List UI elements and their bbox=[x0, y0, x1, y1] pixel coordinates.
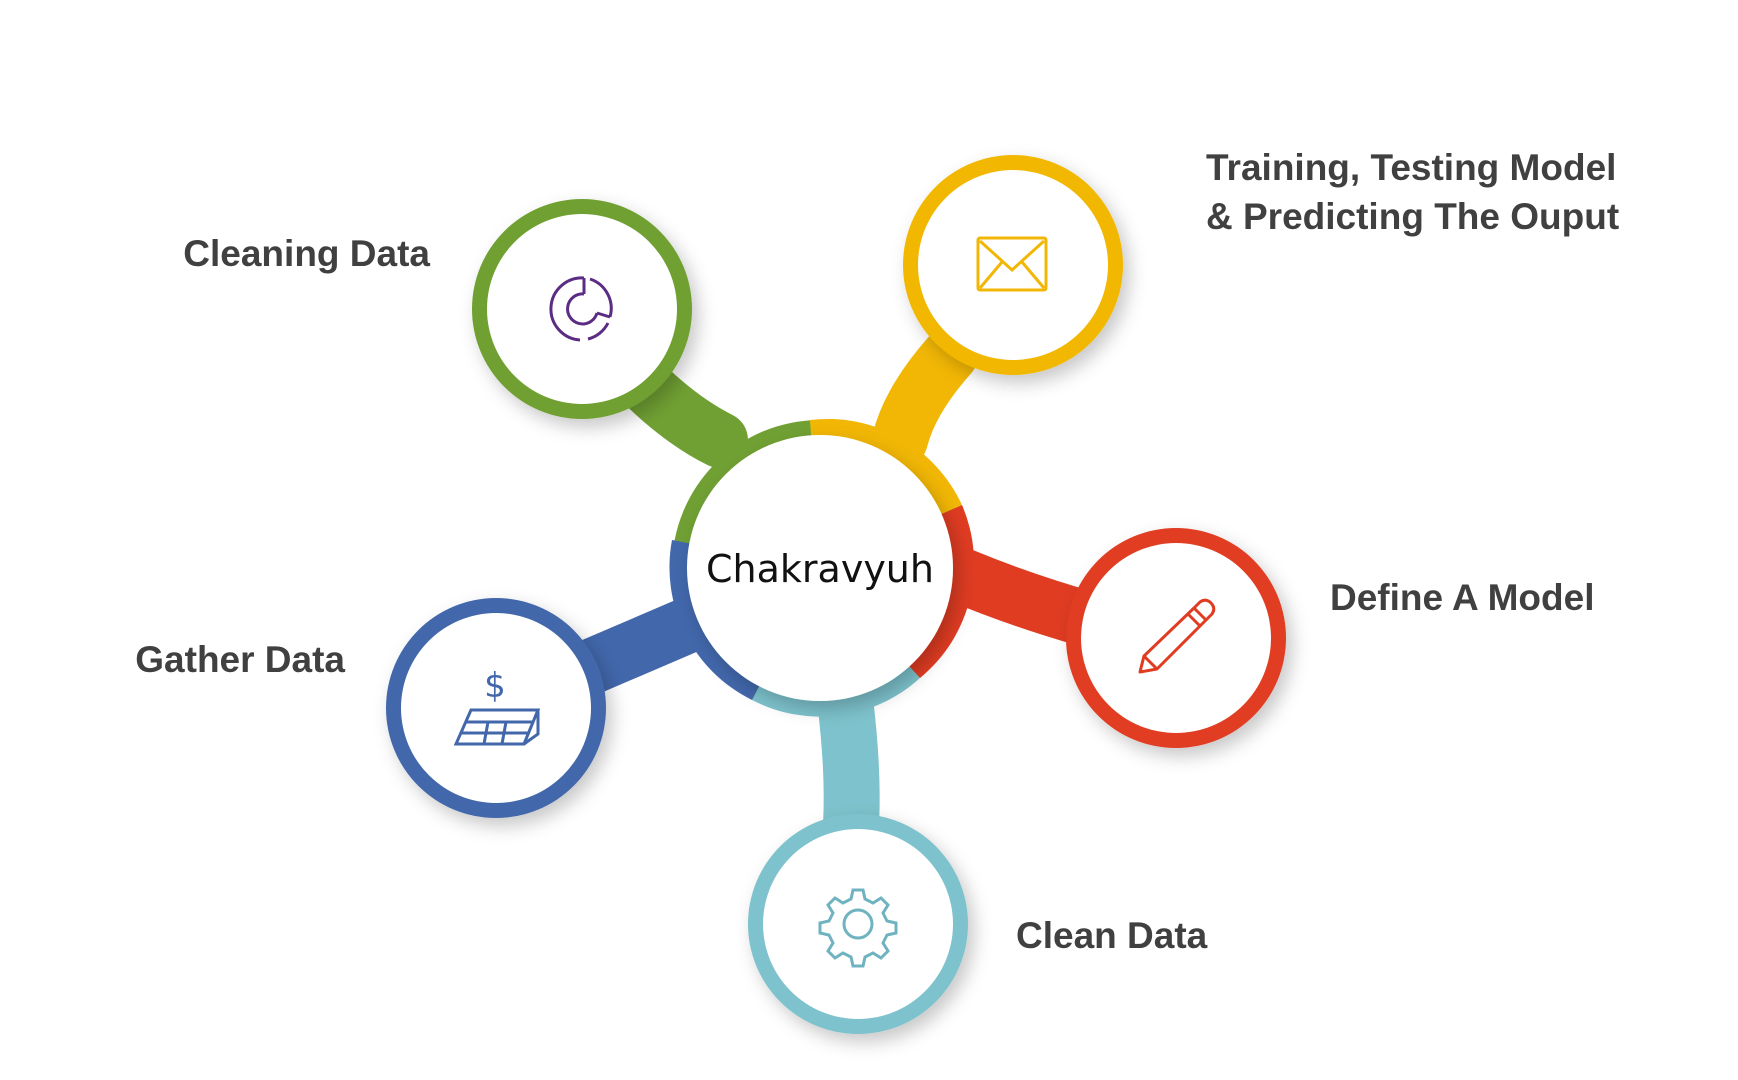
node-cleaning-data: Cleaning Data bbox=[183, 199, 692, 419]
node-define-model: Define A Model bbox=[1066, 528, 1595, 748]
node-label: Cleaning Data bbox=[183, 233, 430, 274]
envelope-icon bbox=[976, 236, 1048, 292]
connector-training-testing bbox=[872, 327, 978, 468]
pencil-icon bbox=[1138, 598, 1216, 674]
svg-text:$: $ bbox=[484, 666, 506, 706]
node-clean-data: Clean Data bbox=[748, 814, 1208, 1034]
node-gather-data: $ Gather Data bbox=[135, 598, 606, 818]
node-label: Gather Data bbox=[135, 639, 345, 680]
node-label-line-2: & Predicting The Ouput bbox=[1206, 196, 1619, 237]
center-disc bbox=[687, 435, 953, 701]
node-label-line-1: Training, Testing Model bbox=[1206, 147, 1616, 188]
center-title: Chakravyuh bbox=[706, 547, 934, 591]
node-disc bbox=[918, 170, 1108, 360]
money-stack-icon: $ bbox=[453, 666, 541, 746]
node-disc bbox=[1081, 543, 1271, 733]
node-label: Clean Data bbox=[1016, 915, 1208, 956]
center-node: Chakravyuh bbox=[669, 418, 975, 717]
gear-icon bbox=[818, 888, 898, 968]
node-disc bbox=[487, 214, 677, 404]
node-disc bbox=[763, 829, 953, 1019]
donut-chart-icon bbox=[549, 276, 613, 342]
node-label: Define A Model bbox=[1330, 577, 1595, 618]
node-training-testing: Training, Testing Model & Predicting The… bbox=[903, 147, 1619, 375]
node-disc bbox=[401, 613, 591, 803]
